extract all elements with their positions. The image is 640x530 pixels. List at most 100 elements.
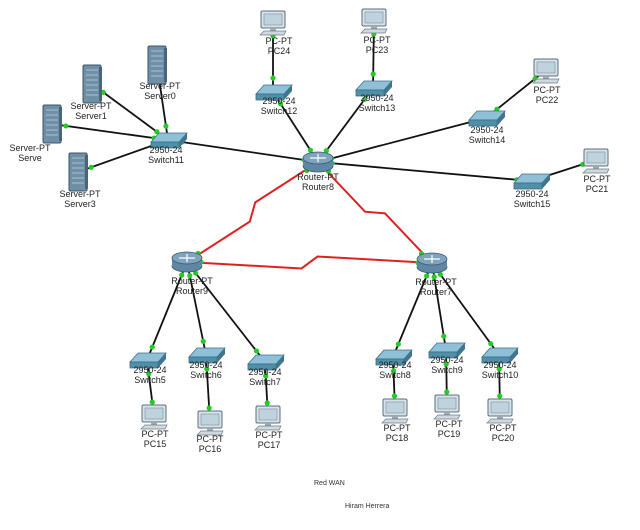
serial-link-line [186, 255, 433, 270]
ethernet-link-line [167, 139, 319, 163]
link-router9-switch7[interactable] [186, 261, 266, 363]
author-note: Hiram Herrera [345, 503, 390, 510]
router-icon[interactable] [416, 252, 448, 274]
switch-icon[interactable] [255, 84, 293, 101]
server3-name-label: Server3 [64, 199, 96, 209]
pc22-model-label: PC-PT [533, 85, 561, 95]
server-icon[interactable] [147, 45, 167, 85]
server-icon[interactable] [42, 104, 62, 144]
pc22-name-label: PC22 [535, 95, 559, 105]
switch15-model-label: 2950-24 [515, 189, 549, 199]
router-icon[interactable] [171, 251, 203, 273]
ethernet-link-line [146, 261, 188, 361]
switch-icon[interactable] [375, 349, 413, 366]
link-router9-router7[interactable] [186, 255, 433, 270]
link-server2-switch11[interactable] [51, 123, 169, 141]
switch15-name-label: Switch15 [513, 199, 551, 209]
port-status-indicator [323, 148, 329, 154]
port-status-indicator [263, 373, 269, 379]
port-status-indicator [149, 344, 155, 350]
port-status-indicator [264, 400, 270, 406]
router8-name-label: Router8 [301, 182, 335, 192]
port-status-indicator [206, 405, 212, 411]
nodes-layer [42, 8, 610, 436]
pc23-name-label: PC23 [365, 45, 389, 55]
port-status-indicator [390, 368, 397, 374]
link-router7-switch9[interactable] [431, 262, 447, 351]
pc19-model-label: PC-PT [435, 419, 463, 429]
link-switch14-router8[interactable] [317, 117, 487, 163]
switch6-name-label: Switch6 [190, 370, 222, 380]
switch-icon[interactable] [129, 352, 167, 369]
ethernet-link-line [186, 261, 266, 363]
switch-icon[interactable] [481, 347, 519, 364]
link-router9-switch6[interactable] [186, 261, 207, 356]
pc15-model-label: PC-PT [141, 429, 169, 439]
ethernet-link-line [392, 262, 433, 358]
switch-icon[interactable] [188, 347, 226, 364]
pc18-name-label: PC18 [385, 433, 409, 443]
port-status-indicator [149, 399, 155, 405]
link-router7-switch8[interactable] [392, 262, 433, 358]
switch14-name-label: Switch14 [468, 135, 506, 145]
router9-name-label: Router9 [175, 286, 209, 296]
pc24-name-label: PC24 [267, 46, 291, 56]
switch9-model-label: 2950-24 [430, 355, 464, 365]
link-router9-switch5[interactable] [146, 261, 188, 361]
port-status-indicator [370, 71, 376, 77]
port-status-indicator [395, 341, 401, 347]
pc-icon[interactable] [532, 58, 560, 84]
router9-model-label: Router-PT [171, 276, 213, 286]
switch6-model-label: 2950-24 [189, 360, 223, 370]
link-pc22-switch14[interactable] [485, 69, 547, 119]
switch10-model-label: 2950-24 [483, 360, 517, 370]
port-status-indicator [193, 270, 199, 276]
server0-name-label: Server0 [144, 91, 176, 101]
link-switch12-router8[interactable] [272, 91, 319, 163]
switch5-model-label: 2950-24 [133, 365, 167, 375]
port-status-indicator [391, 393, 398, 399]
pc18-model-label: PC-PT [383, 423, 411, 433]
switch8-name-label: Switch8 [379, 370, 411, 380]
port-status-indicator [270, 75, 276, 81]
link-switch15-router8[interactable] [317, 160, 532, 183]
switch5-name-label: Switch5 [134, 375, 166, 385]
pc20-name-label: PC20 [491, 433, 515, 443]
port-status-indicator [496, 366, 502, 372]
pc16-model-label: PC-PT [196, 434, 224, 444]
pc-icon[interactable] [582, 148, 610, 174]
port-status-indicator [253, 348, 259, 354]
pc-icon[interactable] [140, 404, 168, 430]
ethernet-link-line [317, 161, 532, 182]
router-icon[interactable] [302, 151, 334, 173]
pc19-name-label: PC19 [437, 429, 461, 439]
ethernet-link-line [431, 262, 500, 356]
port-status-indicator [163, 123, 169, 129]
switch-icon[interactable] [468, 110, 506, 127]
port-status-indicator [307, 147, 314, 153]
pc-icon[interactable] [259, 10, 287, 36]
switch-icon[interactable] [247, 354, 285, 371]
pc-icon[interactable] [360, 8, 388, 34]
pc16-name-label: PC16 [198, 444, 222, 454]
server-icon[interactable] [68, 152, 88, 192]
switch-icon[interactable] [428, 342, 466, 359]
router7-model-label: Router-PT [415, 277, 457, 287]
port-status-indicator [88, 164, 94, 170]
link-router7-switch10[interactable] [431, 262, 500, 356]
link-switch13-router8[interactable] [317, 87, 374, 163]
pc-icon[interactable] [254, 405, 282, 431]
server-icon[interactable] [82, 64, 102, 104]
pc-icon[interactable] [196, 410, 224, 436]
pc-icon[interactable] [486, 398, 514, 424]
link-switch11-router8[interactable] [167, 139, 319, 163]
switch7-name-label: Switch7 [249, 377, 281, 387]
serial-link-line [186, 161, 319, 263]
pc-icon[interactable] [381, 398, 409, 424]
switch-icon[interactable] [355, 80, 393, 97]
switch-icon[interactable] [150, 132, 188, 149]
port-status-indicator [179, 272, 185, 278]
switch-icon[interactable] [513, 173, 551, 190]
pc-icon[interactable] [433, 394, 461, 420]
